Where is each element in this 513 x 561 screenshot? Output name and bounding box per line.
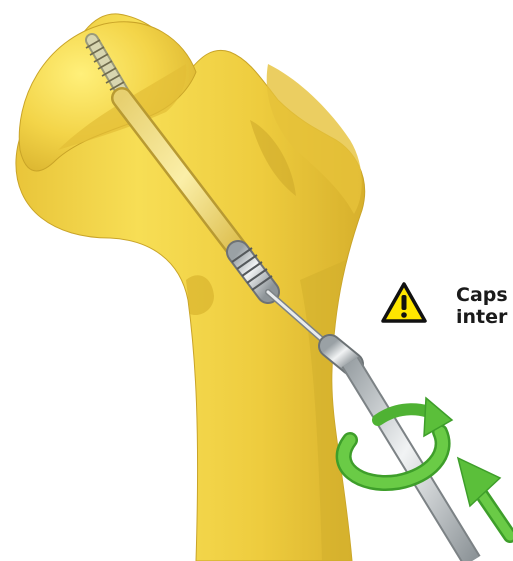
warning-text-line-2: inter	[456, 306, 507, 328]
screwdriver-shaft-highlight	[350, 362, 472, 561]
warning-triangle-icon	[380, 281, 428, 325]
insertion-arrow-icon	[458, 458, 510, 536]
driver-collar-highlight	[330, 346, 352, 364]
warning-text-line-1: Caps	[456, 284, 508, 306]
